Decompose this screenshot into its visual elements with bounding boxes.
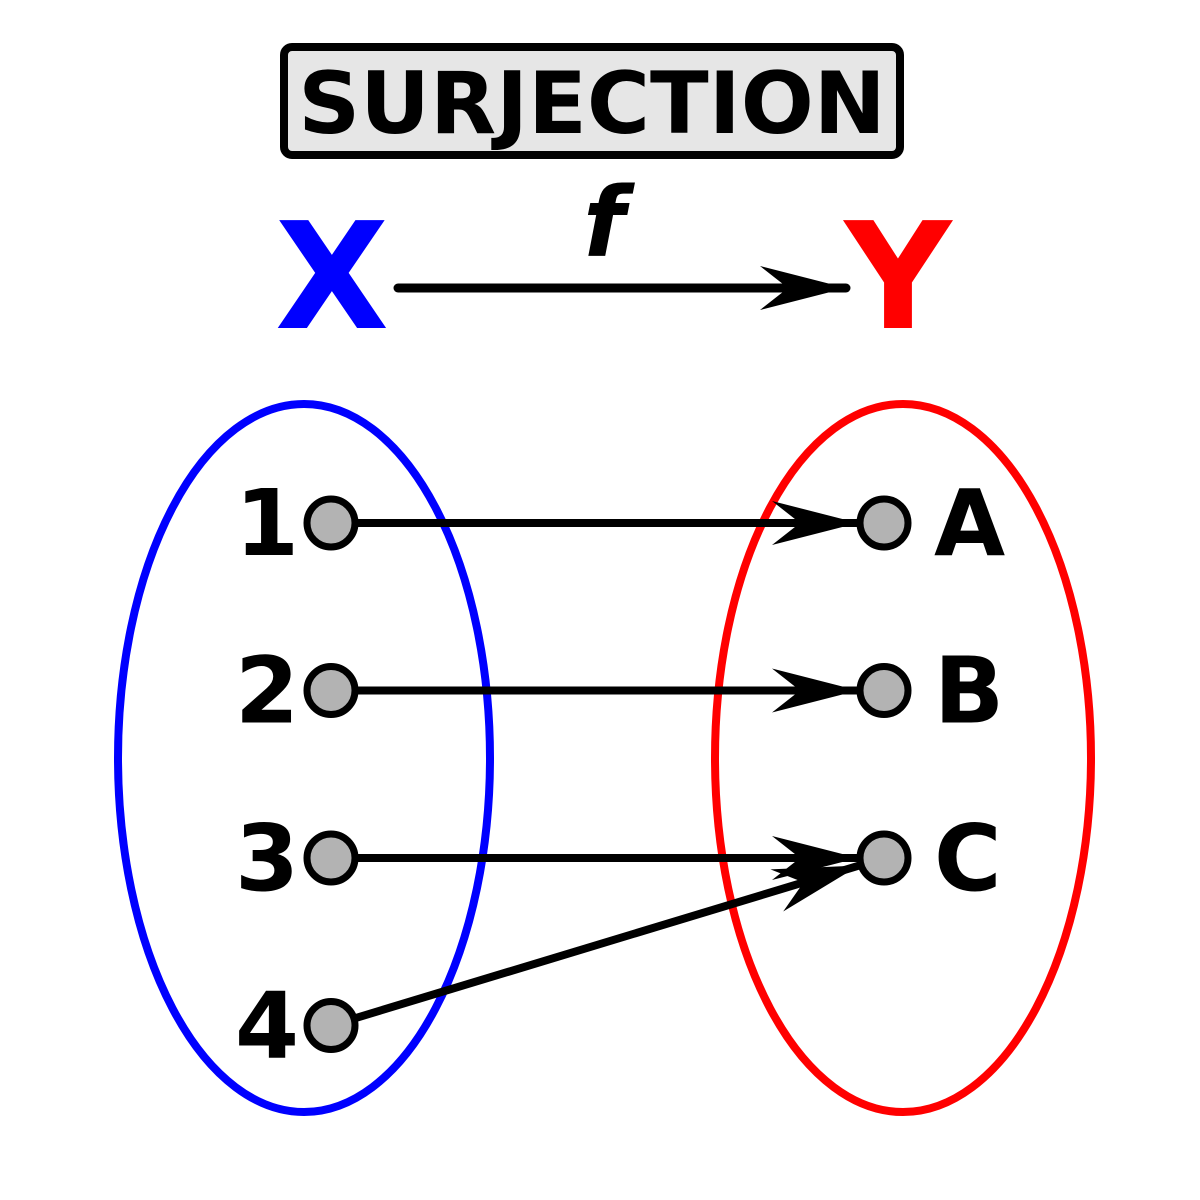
codomain-element-label: B <box>934 638 1004 745</box>
title-box <box>280 43 904 159</box>
function-label: f <box>583 167 635 279</box>
domain-set-ellipse <box>114 400 494 1116</box>
title-text: SURJECTION <box>298 54 886 154</box>
mapping-arrow-4-to-C <box>352 861 861 1023</box>
domain-element-label: 3 <box>235 805 299 912</box>
domain-node-1 <box>303 495 359 551</box>
codomain-node-A <box>856 495 912 551</box>
domain-node-4 <box>303 998 359 1053</box>
codomain-node-C <box>856 830 912 886</box>
domain-node-2 <box>303 663 359 718</box>
domain-node-3 <box>303 830 359 886</box>
domain-set-label: X <box>275 191 389 363</box>
domain-element-label: 2 <box>235 638 299 745</box>
mapping-arrows <box>352 501 861 1023</box>
codomain-element-label: A <box>934 470 1005 577</box>
domain-element-label: 4 <box>235 973 299 1080</box>
domain-element-label: 1 <box>235 470 299 577</box>
codomain-set-ellipse <box>711 400 1095 1116</box>
codomain-set-label: Y <box>842 191 953 363</box>
codomain-node-B <box>856 663 912 718</box>
set-elements: 1 2 3 4 ABC <box>235 470 1005 1080</box>
codomain-element-label: C <box>934 805 1002 912</box>
